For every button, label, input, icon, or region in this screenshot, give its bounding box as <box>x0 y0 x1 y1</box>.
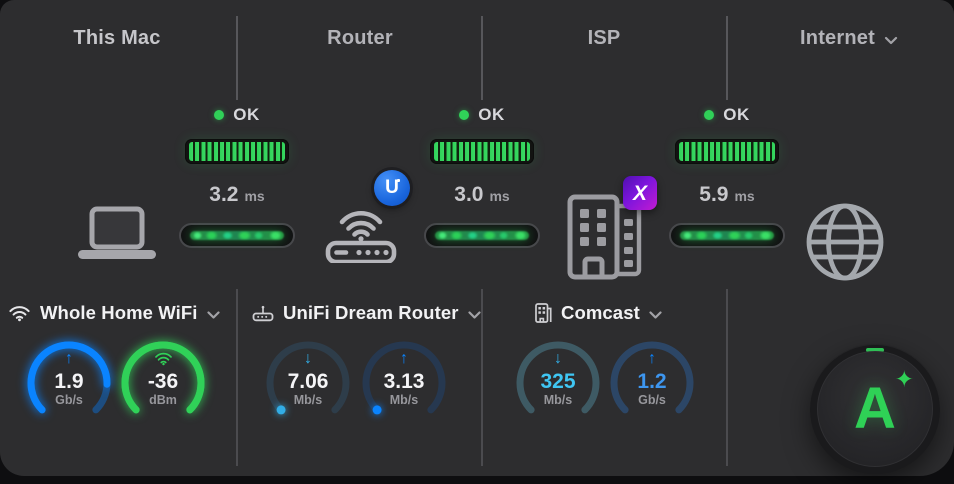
column-label-router: Router <box>327 27 393 49</box>
chevron-down-icon <box>206 310 220 319</box>
gauge-arc <box>358 337 450 429</box>
status-badge: OK <box>459 104 505 126</box>
gauge-isp-upload: ↑ 1.2 Gb/s <box>606 337 698 429</box>
wifi-icon <box>154 350 173 367</box>
gauge-arc <box>606 337 698 429</box>
wifi-network-selector[interactable]: Whole Home WiFi <box>8 299 220 327</box>
gauge-unit: Mb/s <box>293 393 323 407</box>
column-divider <box>236 289 238 466</box>
latency-sparkline <box>179 223 295 248</box>
quality-bar <box>185 139 289 164</box>
latency-unit: ms <box>489 188 510 204</box>
gauge-router-download: ↓ 7.06 Mb/s <box>262 337 354 429</box>
status-dot <box>459 110 470 120</box>
column-divider <box>236 16 238 100</box>
link-isp-internet: OK 5.9 ms <box>652 104 802 248</box>
arrow-down-icon: ↓ <box>304 350 312 367</box>
latency-value: 5.9 <box>699 183 729 206</box>
status-dot <box>704 110 715 120</box>
arrow-up-icon: ↑ <box>400 350 408 367</box>
grade-button[interactable]: A ✦ <box>810 344 940 474</box>
gauge-value: 3.13 <box>383 370 425 393</box>
gauge-unit: Mb/s <box>543 393 573 407</box>
chevron-down-icon <box>649 310 662 319</box>
gauge-unit: Gb/s <box>638 393 666 407</box>
globe-icon <box>799 196 891 288</box>
isp-selector[interactable]: Comcast <box>535 299 662 327</box>
router-mini-icon <box>252 305 274 322</box>
latency-readout: 5.9 ms <box>699 183 754 207</box>
selector-label: UniFi Dream Router <box>283 302 459 323</box>
gauge-arc <box>117 337 209 429</box>
latency-value: 3.0 <box>454 183 484 206</box>
arrow-up-icon: ↑ <box>648 350 656 367</box>
status-badge: OK <box>704 104 750 126</box>
gauge-arc <box>262 337 354 429</box>
latency-readout: 3.0 ms <box>454 183 509 207</box>
latency-sparkline <box>424 223 540 248</box>
column-label-this-mac: This Mac <box>73 27 161 49</box>
internet-dropdown[interactable]: Internet <box>800 27 898 50</box>
gauge-arc <box>23 337 115 429</box>
xfinity-badge: X <box>623 176 657 210</box>
gauge-value: 7.06 <box>287 370 329 393</box>
gauge-value: -36 <box>147 370 179 393</box>
gauge-router-upload: ↑ 3.13 Mb/s <box>358 337 450 429</box>
gauge-wifi-phy-rate: ↑ 1.9 Gb/s <box>23 337 115 429</box>
quality-bar <box>430 139 534 164</box>
chevron-down-icon <box>467 310 481 319</box>
latency-value: 3.2 <box>209 183 239 206</box>
router-icon <box>321 201 401 263</box>
arrow-up-icon: ↑ <box>65 350 73 367</box>
quality-bar <box>675 139 779 164</box>
column-divider <box>726 16 728 100</box>
gauge-value: 1.9 <box>54 370 84 393</box>
link-mac-router: OK 3.2 ms <box>162 104 312 248</box>
gauge-unit: dBm <box>149 393 177 407</box>
gauge-value: 1.2 <box>637 370 667 393</box>
column-divider <box>481 16 483 100</box>
gauge-arc <box>512 337 604 429</box>
latency-unit: ms <box>244 188 265 204</box>
building-mini-icon <box>535 303 552 323</box>
column-label-isp: ISP <box>587 27 621 49</box>
selector-label: Whole Home WiFi <box>40 302 198 323</box>
laptop-icon <box>73 206 161 264</box>
latency-unit: ms <box>734 188 755 204</box>
sparkle-icon: ✦ <box>894 366 914 392</box>
latency-sparkline <box>669 223 785 248</box>
status-badge: OK <box>214 104 260 126</box>
gauge-isp-download: ↓ 325 Mb/s <box>512 337 604 429</box>
gauge-unit: Gb/s <box>55 393 83 407</box>
link-router-isp: OK 3.0 ms <box>407 104 557 248</box>
router-selector[interactable]: UniFi Dream Router <box>252 299 481 327</box>
ubiquiti-badge: U <box>374 170 410 206</box>
wifi-icon <box>8 304 31 322</box>
latency-readout: 3.2 ms <box>209 183 264 207</box>
gauge-unit: Mb/s <box>389 393 419 407</box>
gauge-value: 325 <box>540 370 576 393</box>
grade-inner-disc: A ✦ <box>817 351 933 467</box>
isp-building-icon <box>563 192 645 282</box>
grade-tick <box>866 348 884 352</box>
grade-letter: A <box>854 376 896 441</box>
column-divider <box>481 289 483 466</box>
arrow-down-icon: ↓ <box>554 350 562 367</box>
gauge-wifi-signal: -36 dBm <box>117 337 209 429</box>
column-divider <box>726 289 728 466</box>
selector-label: Comcast <box>561 302 640 323</box>
chevron-down-icon <box>884 36 898 45</box>
status-dot <box>214 110 225 120</box>
